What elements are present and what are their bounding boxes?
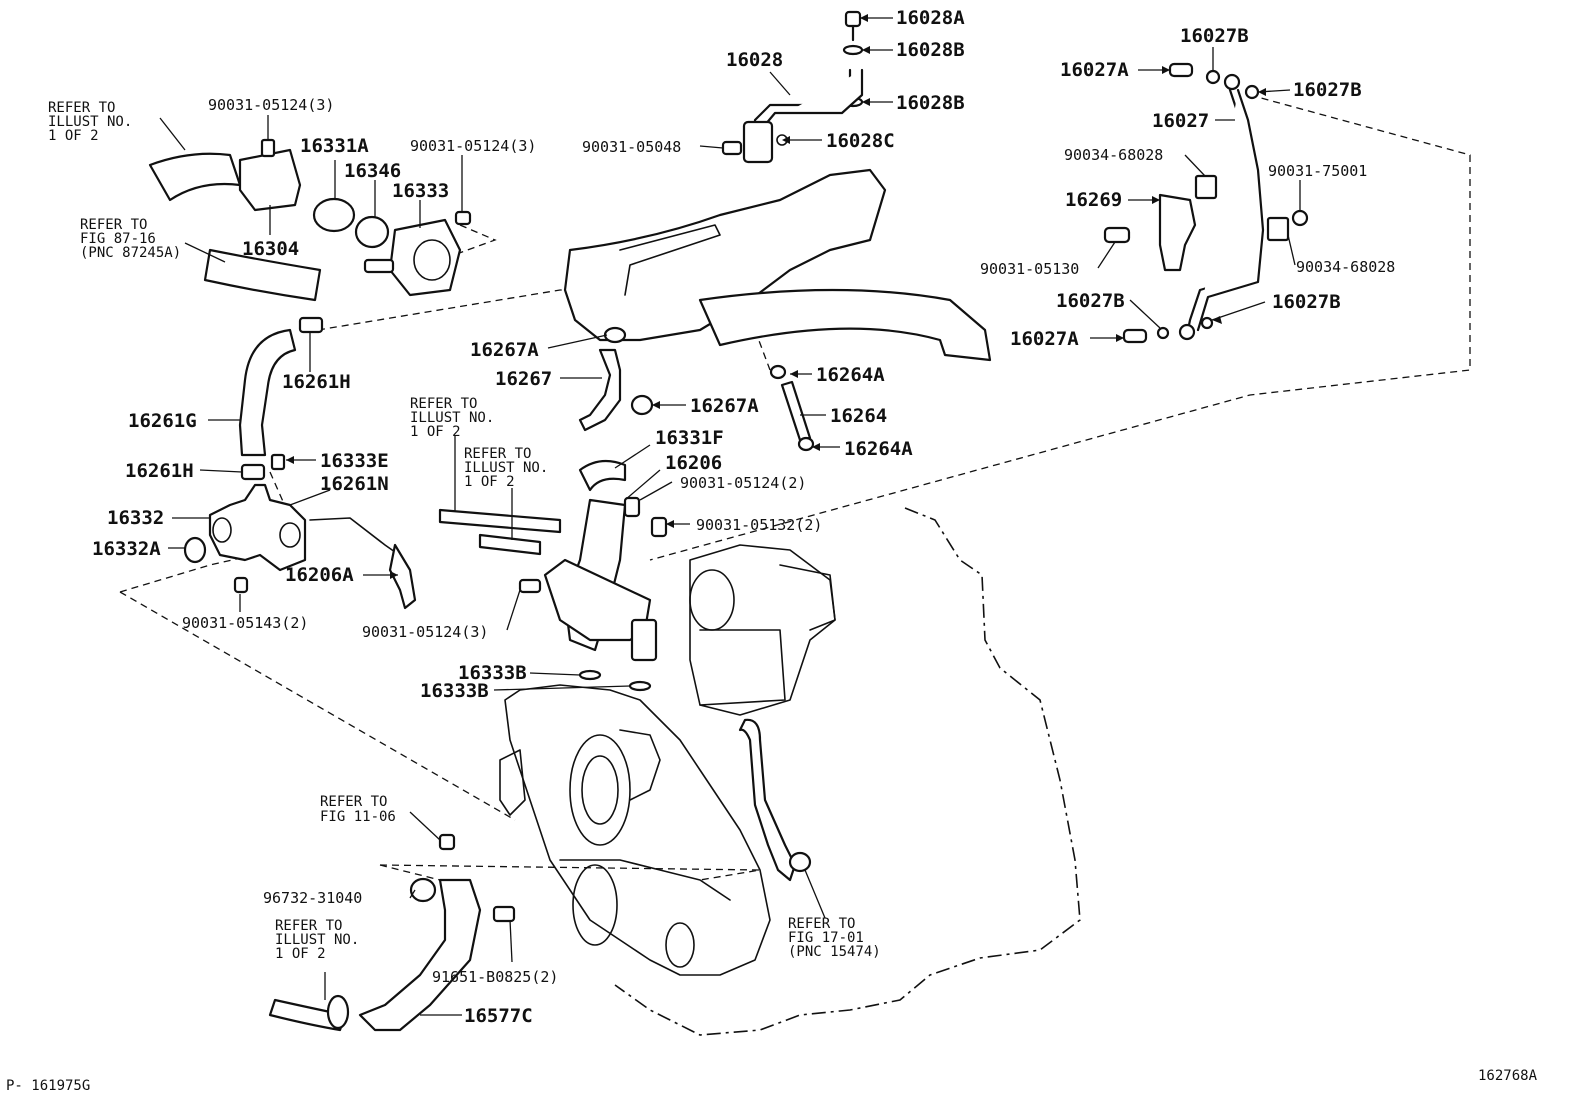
label-16346: 16346 <box>344 160 401 182</box>
label-90031-05143-2: 90031-05143(2) <box>182 614 308 632</box>
label-16027: 16027 <box>1152 110 1209 132</box>
label-16261G: 16261G <box>128 410 197 432</box>
label-16333B-a: 16333B <box>458 662 527 684</box>
ref-fig-11-06: REFER TO FIG 11-06 <box>320 794 396 825</box>
label-16332A: 16332A <box>92 538 161 560</box>
label-16028: 16028 <box>726 49 783 71</box>
label-90034-68028-a: 90034-68028 <box>1064 146 1163 164</box>
footer-left-code: P- 161975G <box>6 1078 90 1094</box>
part-number-labels: 16028A 16028B 16028 16028B 16028C 90031-… <box>92 7 1395 1027</box>
label-16267A-lower: 16267A <box>690 395 759 417</box>
label-16028A: 16028A <box>896 7 965 29</box>
label-16304: 16304 <box>242 238 299 260</box>
lower-pipe-group <box>268 718 812 1032</box>
label-16267A-top: 16267A <box>470 339 539 361</box>
label-16027A-top: 16027A <box>1060 59 1129 81</box>
ref-illust-mid-b: REFER TO ILLUST NO. 1 OF 2 <box>464 446 557 490</box>
label-16206A: 16206A <box>285 564 354 586</box>
label-16267: 16267 <box>495 368 552 390</box>
ref-illust-top-left: REFER TO ILLUST NO. 1 OF 2 <box>48 100 141 144</box>
leader-arrowheads <box>286 14 1266 579</box>
label-16027B-lower-right: 16027B <box>1272 291 1341 313</box>
oil-pipe-16028 <box>721 10 864 164</box>
label-16333: 16333 <box>392 180 449 202</box>
label-90031-75001: 90031-75001 <box>1268 162 1367 180</box>
label-16027B-lower-left: 16027B <box>1056 290 1125 312</box>
label-90031-05130: 90031-05130 <box>980 260 1079 278</box>
water-bypass-group <box>183 316 417 610</box>
footer-right-code: 162768A <box>1478 1068 1538 1084</box>
label-90031-05132-2: 90031-05132(2) <box>696 516 822 534</box>
label-16264: 16264 <box>830 405 887 427</box>
label-16333B-b: 16333B <box>420 680 489 702</box>
label-16261H-bottom: 16261H <box>125 460 194 482</box>
engine-block <box>499 507 1081 1036</box>
label-16333E: 16333E <box>320 450 389 472</box>
water-outlet-group <box>438 459 668 692</box>
label-16206: 16206 <box>665 452 722 474</box>
ref-illust-bottom: REFER TO ILLUST NO. 1 OF 2 <box>275 918 368 962</box>
label-90031-05124-3-b: 90031-05124(3) <box>410 137 536 155</box>
ref-fig-87-16: REFER TO FIG 87-16 (PNC 87245A) <box>80 217 181 261</box>
label-16332: 16332 <box>107 507 164 529</box>
label-90031-05048: 90031-05048 <box>582 138 681 156</box>
water-inlet-group <box>148 138 472 302</box>
label-90031-05124-2: 90031-05124(2) <box>680 474 806 492</box>
label-96732-31040: 96732-31040 <box>263 889 362 907</box>
label-16269: 16269 <box>1065 189 1122 211</box>
label-90031-05124-3-a: 90031-05124(3) <box>208 96 334 114</box>
label-16264A-bottom: 16264A <box>844 438 913 460</box>
label-16577C: 16577C <box>464 1005 533 1027</box>
label-16261H-top: 16261H <box>282 371 351 393</box>
label-16027A-bottom: 16027A <box>1010 328 1079 350</box>
label-90034-68028-b: 90034-68028 <box>1296 258 1395 276</box>
label-16331F: 16331F <box>655 427 724 449</box>
label-90031-05124-3-c: 90031-05124(3) <box>362 623 488 641</box>
water-pipe-assembly <box>563 168 992 452</box>
label-16261N: 16261N <box>320 473 389 495</box>
label-16264A-top: 16264A <box>816 364 885 386</box>
reference-notes: REFER TO ILLUST NO. 1 OF 2 REFER TO FIG … <box>48 100 881 962</box>
label-16331A: 16331A <box>300 135 369 157</box>
label-16028B-bottom: 16028B <box>896 92 965 114</box>
label-91651-B0825-2: 91651-B0825(2) <box>432 968 558 986</box>
label-16028C: 16028C <box>826 130 895 152</box>
label-16028B-top: 16028B <box>896 39 965 61</box>
ref-illust-mid-a: REFER TO ILLUST NO. 1 OF 2 <box>410 396 503 440</box>
label-16027B-right: 16027B <box>1293 79 1362 101</box>
label-16027B-top: 16027B <box>1180 25 1249 47</box>
ref-fig-17-01: REFER TO FIG 17-01 (PNC 15474) <box>788 916 881 960</box>
oil-pipe-16027 <box>1103 62 1309 344</box>
